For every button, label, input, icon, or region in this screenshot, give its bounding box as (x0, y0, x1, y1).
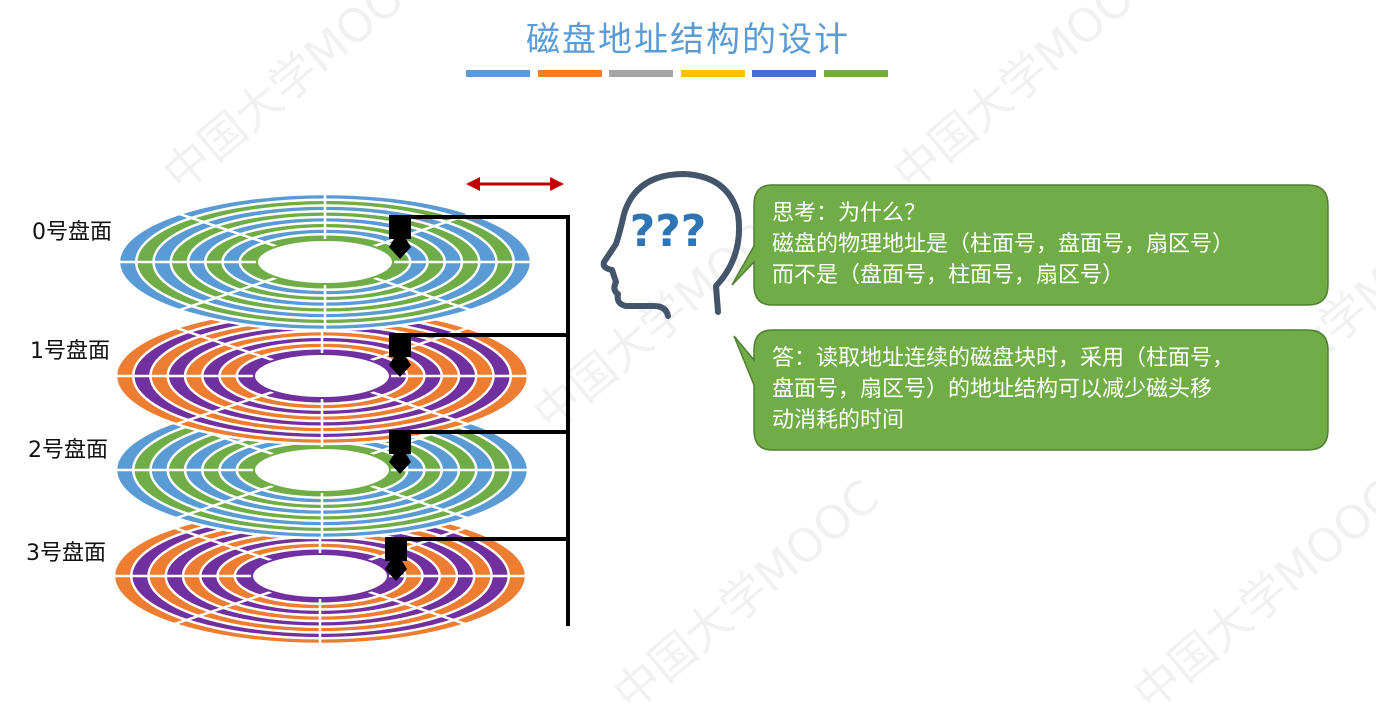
platter-0 (117, 192, 533, 332)
sector-divider (173, 590, 273, 626)
think-bubble-line: 磁盘的物理地址是（柱面号，盘面号，扇区号） (772, 232, 1235, 257)
answer-bubble-line: 动消耗的时间 (772, 408, 905, 433)
surface-label-3: 3号盘面 (26, 541, 106, 566)
sector-divider (175, 390, 275, 426)
title-bar-segment (823, 70, 888, 77)
think-bubble-line: 而不是（盘面号，柱面号，扇区号） (772, 263, 1125, 288)
title-bar-segment (752, 70, 816, 77)
surface-label-0: 0号盘面 (32, 220, 112, 245)
spindle-hole (253, 353, 391, 399)
title-bar-segment (537, 70, 602, 77)
spindle-hole (253, 447, 391, 493)
page-title: 磁盘地址结构的设计 (526, 20, 850, 60)
read-write-head (385, 537, 407, 581)
read-write-head (389, 430, 411, 474)
head-movement-arrow (466, 177, 564, 191)
sector-divider (178, 276, 278, 312)
sector-divider (173, 526, 273, 562)
sector-divider (367, 526, 467, 562)
disk-diagram: ??? (112, 171, 1329, 646)
platter-3 (112, 506, 528, 646)
think-bubble-line: 思考：为什么？ (772, 201, 927, 226)
spindle-hole (251, 553, 389, 599)
surface-label-2: 2号盘面 (28, 438, 108, 463)
think-bubble-shape (731, 184, 1329, 306)
question-mark-icon: ??? (630, 206, 707, 257)
title-bar-segment (680, 70, 745, 77)
title-bar-segment (466, 70, 530, 77)
think-bubble: 思考：为什么？ 磁盘的物理地址是（柱面号，盘面号，扇区号） 而不是（盘面号，柱面… (772, 198, 1234, 291)
answer-bubble-shape (733, 329, 1329, 451)
answer-bubble-line: 盘面号，扇区号）的地址结构可以减少磁头移 (772, 377, 1213, 402)
answer-bubble: 答：读取地址连续的磁盘块时，采用（柱面号， 盘面号，扇区号）的地址结构可以减少磁… (772, 343, 1234, 436)
spindle-hole (256, 239, 394, 285)
read-write-head (389, 215, 411, 259)
sector-divider (369, 484, 469, 520)
sector-divider (178, 212, 278, 248)
sector-divider (372, 276, 472, 312)
sector-divider (367, 590, 467, 626)
read-write-head (389, 333, 411, 377)
answer-bubble-line: 答：读取地址连续的磁盘块时，采用（柱面号， (772, 346, 1235, 371)
sector-divider (175, 326, 275, 362)
thinking-head-icon (600, 171, 742, 319)
title-bar-segment (609, 70, 673, 77)
sector-divider (372, 212, 472, 248)
sector-divider (369, 390, 469, 426)
sector-divider (175, 484, 275, 520)
surface-label-1: 1号盘面 (30, 339, 110, 364)
